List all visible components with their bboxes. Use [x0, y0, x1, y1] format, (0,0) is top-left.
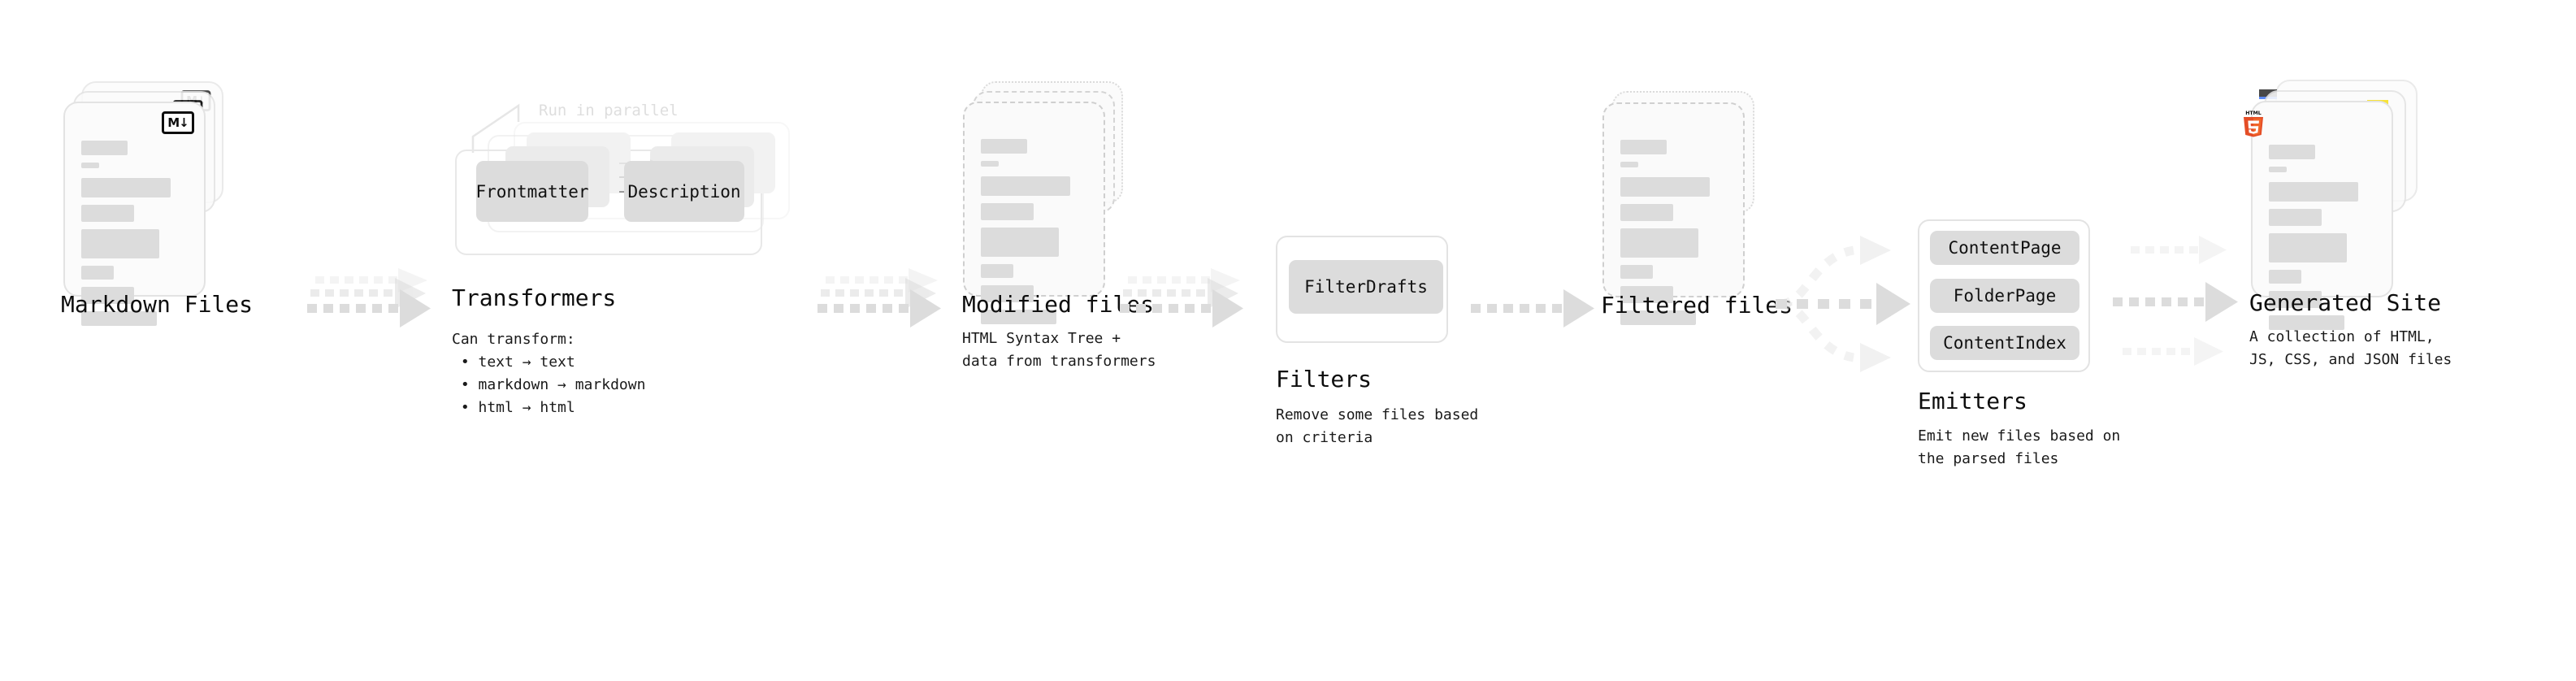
- chip-description-label: Description: [627, 181, 741, 202]
- page-title-transformers: Transformers: [452, 284, 617, 311]
- caption-transformers: Can transform: • text → text • markdown …: [452, 331, 646, 416]
- page-title-filters: Filters: [1276, 366, 1373, 393]
- page-title-emitters: Emitters: [1918, 388, 2027, 414]
- chip-frontmatter-label: Frontmatter: [475, 181, 589, 202]
- modified-file-stack: [963, 81, 1125, 324]
- caption-filters: Remove some files based on criteria: [1276, 406, 1479, 446]
- chip-filterdrafts[interactable]: FilterDrafts: [1289, 260, 1443, 314]
- run-in-parallel-label: Run in parallel: [539, 102, 679, 119]
- caption-modified-files: HTML Syntax Tree + data from transformer…: [962, 330, 1156, 370]
- chip-contentindex[interactable]: ContentIndex: [1930, 326, 2079, 360]
- connector-modified-to-filters: [1120, 268, 1250, 333]
- card-content-lines: [981, 139, 1089, 332]
- stage-filtered-files: Filtered files: [1601, 91, 1793, 325]
- chip-contentpage-label: ContentPage: [1948, 238, 2062, 258]
- html5-icon: HTML: [2241, 109, 2266, 137]
- card-front: [1602, 102, 1745, 325]
- chip-contentpage[interactable]: ContentPage: [1930, 231, 2079, 265]
- run-in-parallel-bracket: [471, 103, 520, 153]
- connector-filters-to-filtered: [1471, 289, 1601, 333]
- connector-filtered-to-emitters: [1776, 232, 1926, 372]
- page-title-filtered-files: Filtered files: [1601, 292, 1793, 319]
- card-front: M↓: [63, 102, 206, 326]
- page-title-generated-site: Generated Site: [2249, 289, 2442, 316]
- page-title-markdown-files: Markdown Files: [61, 291, 254, 318]
- chip-frontmatter[interactable]: Frontmatter: [475, 161, 589, 222]
- caption-generated-site: A collection of HTML, JS, CSS, and JSON …: [2249, 328, 2452, 368]
- card-front: [963, 102, 1105, 324]
- svg-text:HTML: HTML: [2245, 111, 2262, 116]
- markdown-file-stack: M↓ M↓ M↓: [63, 81, 226, 326]
- card-content-lines: [1620, 140, 1728, 332]
- chip-description[interactable]: Description: [624, 161, 744, 222]
- chip-contentindex-label: ContentIndex: [1943, 333, 2066, 353]
- markdown-icon: M↓: [162, 111, 194, 134]
- stage-generated-site: HTML Generated Site: [2244, 80, 2452, 368]
- card-front-html: HTML: [2244, 101, 2393, 330]
- filtered-file-stack: [1602, 91, 1765, 325]
- stage-markdown-files: M↓ M↓ M↓ Markdown Files: [61, 81, 253, 326]
- generated-file-stack: HTML: [2244, 80, 2422, 330]
- chip-filterdrafts-label: FilterDrafts: [1304, 277, 1428, 297]
- chip-folderpage[interactable]: FolderPage: [1930, 279, 2079, 313]
- card-content-lines: [81, 141, 189, 333]
- caption-emitters: Emit new files based on the parsed files: [1918, 427, 2121, 467]
- chip-folderpage-label: FolderPage: [1953, 286, 2057, 306]
- connector-markdown-to-transformers: [307, 268, 437, 333]
- card-content-lines: [2269, 145, 2377, 337]
- connector-transformers-to-modified: [817, 268, 948, 333]
- connector-emitters-to-generated: [2113, 234, 2255, 369]
- stage-modified-files: Modified files HTML Syntax Tree + data f…: [962, 81, 1156, 370]
